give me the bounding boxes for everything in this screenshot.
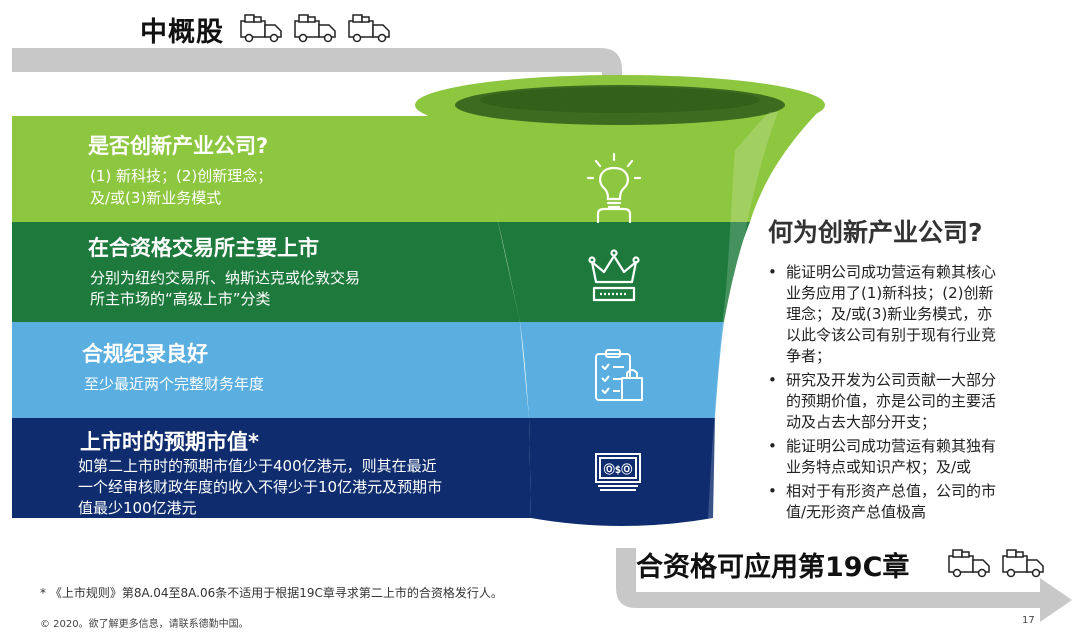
crown-icon bbox=[588, 249, 640, 302]
criterion-market-cap: 上市时的预期市值* 如第二上市时的预期市值少于400亿港元，则其在最近 一个经审… bbox=[12, 418, 522, 518]
funnel-section-green-light bbox=[415, 105, 825, 222]
svg-text:Ⓞ$Ⓞ: Ⓞ$Ⓞ bbox=[604, 462, 633, 476]
truck-icon bbox=[348, 14, 390, 43]
truck-icon bbox=[948, 549, 990, 578]
criterion-desc-line: 一个经审核财政年度的收入不得少于10亿港元及预期市 bbox=[78, 478, 443, 496]
criterion-heading: 在合资格交易所主要上市 bbox=[88, 236, 319, 260]
criterion-desc-line: 及/或(3)新业务模式 bbox=[90, 189, 222, 207]
criterion-desc-line: 如第二上市时的预期市值少于400亿港元，则其在最近 bbox=[78, 457, 437, 475]
criterion-desc-line: 所主市场的“高级上市”分类 bbox=[90, 290, 271, 308]
truck-icon bbox=[294, 14, 336, 43]
banknote-icon bbox=[595, 453, 641, 491]
criterion-desc-line: 分别为纽约交易所、纳斯达克或伦敦交易 bbox=[90, 269, 361, 287]
page-title: 中概股 bbox=[140, 17, 224, 48]
side-title: 何为创新产业公司? bbox=[768, 218, 983, 247]
criterion-heading: 上市时的预期市值* bbox=[80, 430, 259, 454]
list-item: • 能证明公司成功营运有赖其独有 业务特点或知识产权；及/或 bbox=[768, 437, 997, 476]
band-4-bg bbox=[12, 418, 531, 518]
band-1-bg bbox=[12, 116, 498, 222]
footnote: * 《上市规则》第8A.04至8A.06条不适用于根据19C章寻求第二上市的合资… bbox=[40, 586, 503, 600]
criterion-heading: 合规纪录良好 bbox=[82, 342, 208, 366]
truck-icon bbox=[1002, 549, 1044, 578]
criterion-desc-line: 至少最近两个完整财务年度 bbox=[84, 375, 265, 393]
bottom-flow-arrow bbox=[616, 548, 1072, 622]
bottom-title: 合资格可应用第19C章 bbox=[636, 552, 910, 583]
truck-icon bbox=[240, 14, 282, 43]
criterion-compliance-record: 合规纪录良好 至少最近两个完整财务年度 bbox=[12, 322, 512, 418]
criterion-innovative-company: 是否创新产业公司? (1) 新科技；(2)创新理念； 及/或(3)新业务模式 bbox=[12, 116, 492, 222]
funnel-section-navy bbox=[529, 418, 715, 526]
band-3-bg bbox=[12, 322, 529, 418]
lightbulb-icon bbox=[586, 152, 642, 224]
list-item: • 相对于有形资产总值，公司的市 值/无形资产总值极高 bbox=[768, 482, 997, 521]
criterion-desc-line: (1) 新科技；(2)创新理念； bbox=[90, 167, 273, 185]
criterion-desc-line: 值最少100亿港元 bbox=[78, 499, 197, 517]
copyright: © 2020。欲了解更多信息，请联系德勤中国。 bbox=[40, 619, 249, 630]
page-number: 17 bbox=[1022, 615, 1035, 626]
criterion-heading: 是否创新产业公司? bbox=[88, 134, 269, 158]
criterion-qualifying-exchange: 在合资格交易所主要上市 分别为纽约交易所、纳斯达克或伦敦交易 所主市场的“高级上… bbox=[12, 222, 512, 322]
top-flow-arrow bbox=[12, 48, 642, 122]
side-bullet-list: • 能证明公司成功营运有赖其核心 业务应用了(1)新科技；(2)创新 理念；及/… bbox=[768, 262, 1043, 526]
funnel-section-blue-light bbox=[520, 322, 724, 418]
list-item: • 能证明公司成功营运有赖其核心 业务应用了(1)新科技；(2)创新 理念；及/… bbox=[768, 263, 997, 365]
band-2-bg bbox=[12, 222, 520, 322]
list-item: • 研究及开发为公司贡献一大部分 的预期价值，亦是公司的主要活 动及占去大部分开… bbox=[768, 371, 997, 431]
checklist-bag-icon bbox=[595, 349, 643, 401]
